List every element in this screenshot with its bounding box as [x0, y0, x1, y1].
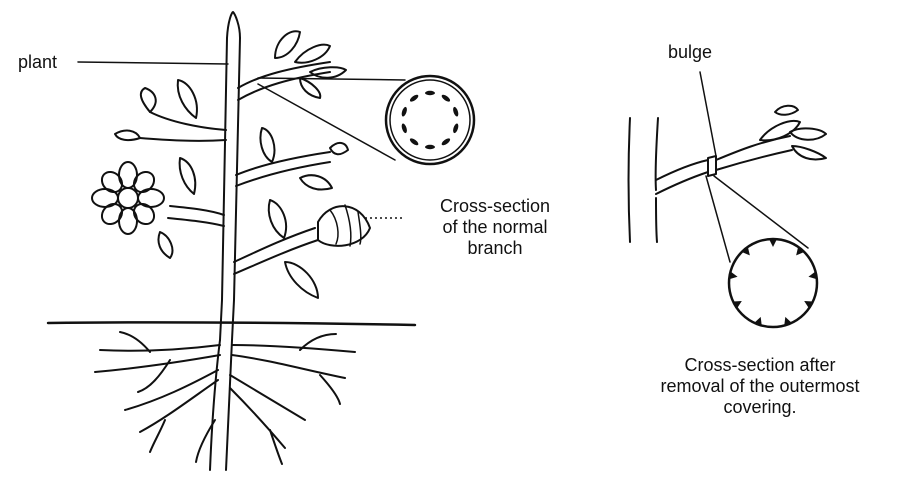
- soil-line: [48, 322, 415, 325]
- branch-leaf: [275, 31, 300, 58]
- flower-bud: [318, 205, 370, 246]
- vascular-bundle: [441, 93, 452, 102]
- vascular-bundle: [441, 137, 452, 146]
- vascular-bundle: [401, 106, 408, 117]
- bud-branch: [234, 228, 318, 274]
- section-pointer-line: [714, 176, 808, 248]
- leaf: [260, 128, 274, 162]
- branch-leaf: [295, 45, 330, 63]
- girdled-branch: [656, 136, 792, 194]
- vascular-bundle: [409, 137, 420, 146]
- roots: [95, 332, 355, 470]
- section-pointer-line: [706, 176, 730, 262]
- leaf: [115, 131, 140, 141]
- leaf: [269, 200, 286, 238]
- normal-cross-section: [258, 76, 474, 164]
- plant-drawing: [48, 12, 415, 470]
- stem-tip: [227, 12, 240, 38]
- branch-leaf: [775, 106, 798, 115]
- plant-pointer-line: [78, 62, 228, 64]
- leaf: [180, 158, 196, 194]
- vascular-bundle: [425, 91, 435, 95]
- vascular-bundle: [409, 93, 420, 102]
- leaf: [141, 88, 156, 112]
- caption-line: Cross-section: [410, 196, 580, 217]
- flower: [92, 162, 164, 234]
- left-branch: [140, 112, 226, 141]
- leaf: [158, 232, 172, 258]
- right-branch: [236, 152, 330, 186]
- leaf: [330, 143, 348, 154]
- trunk: [629, 118, 659, 242]
- caption-line: branch: [410, 238, 580, 259]
- bulge-pointer-line: [700, 72, 716, 156]
- flower-branch: [168, 206, 224, 226]
- caption-line: removal of the outermost: [625, 376, 895, 397]
- branch-leaf: [792, 146, 826, 160]
- vascular-bundle: [452, 106, 459, 117]
- branch-leaf: [790, 128, 826, 139]
- vascular-bundle: [769, 239, 777, 247]
- main-stem: [220, 38, 240, 340]
- leaf: [300, 175, 332, 189]
- girdled-cross-section: [729, 239, 817, 327]
- leaf: [178, 80, 197, 118]
- vascular-bundles: [401, 91, 460, 149]
- normal-section-caption: Cross-section of the normal branch: [410, 196, 580, 259]
- branch-leaf: [300, 78, 320, 98]
- caption-line: Cross-section after: [625, 355, 895, 376]
- vascular-bundles: [729, 239, 817, 325]
- vascular-bundle: [452, 123, 459, 134]
- plant-label: plant: [18, 52, 57, 73]
- leaf: [285, 262, 318, 298]
- bulge-label: bulge: [668, 42, 712, 63]
- vascular-bundle: [425, 145, 435, 149]
- vascular-bundle: [729, 271, 737, 279]
- girdled-branch-drawing: [629, 72, 827, 327]
- caption-line: of the normal: [410, 217, 580, 238]
- vascular-bundle: [808, 271, 816, 279]
- vascular-bundle: [401, 123, 408, 134]
- normal-branch: [238, 62, 330, 100]
- girdled-section-caption: Cross-section after removal of the outer…: [625, 355, 895, 418]
- caption-line: covering.: [625, 397, 895, 418]
